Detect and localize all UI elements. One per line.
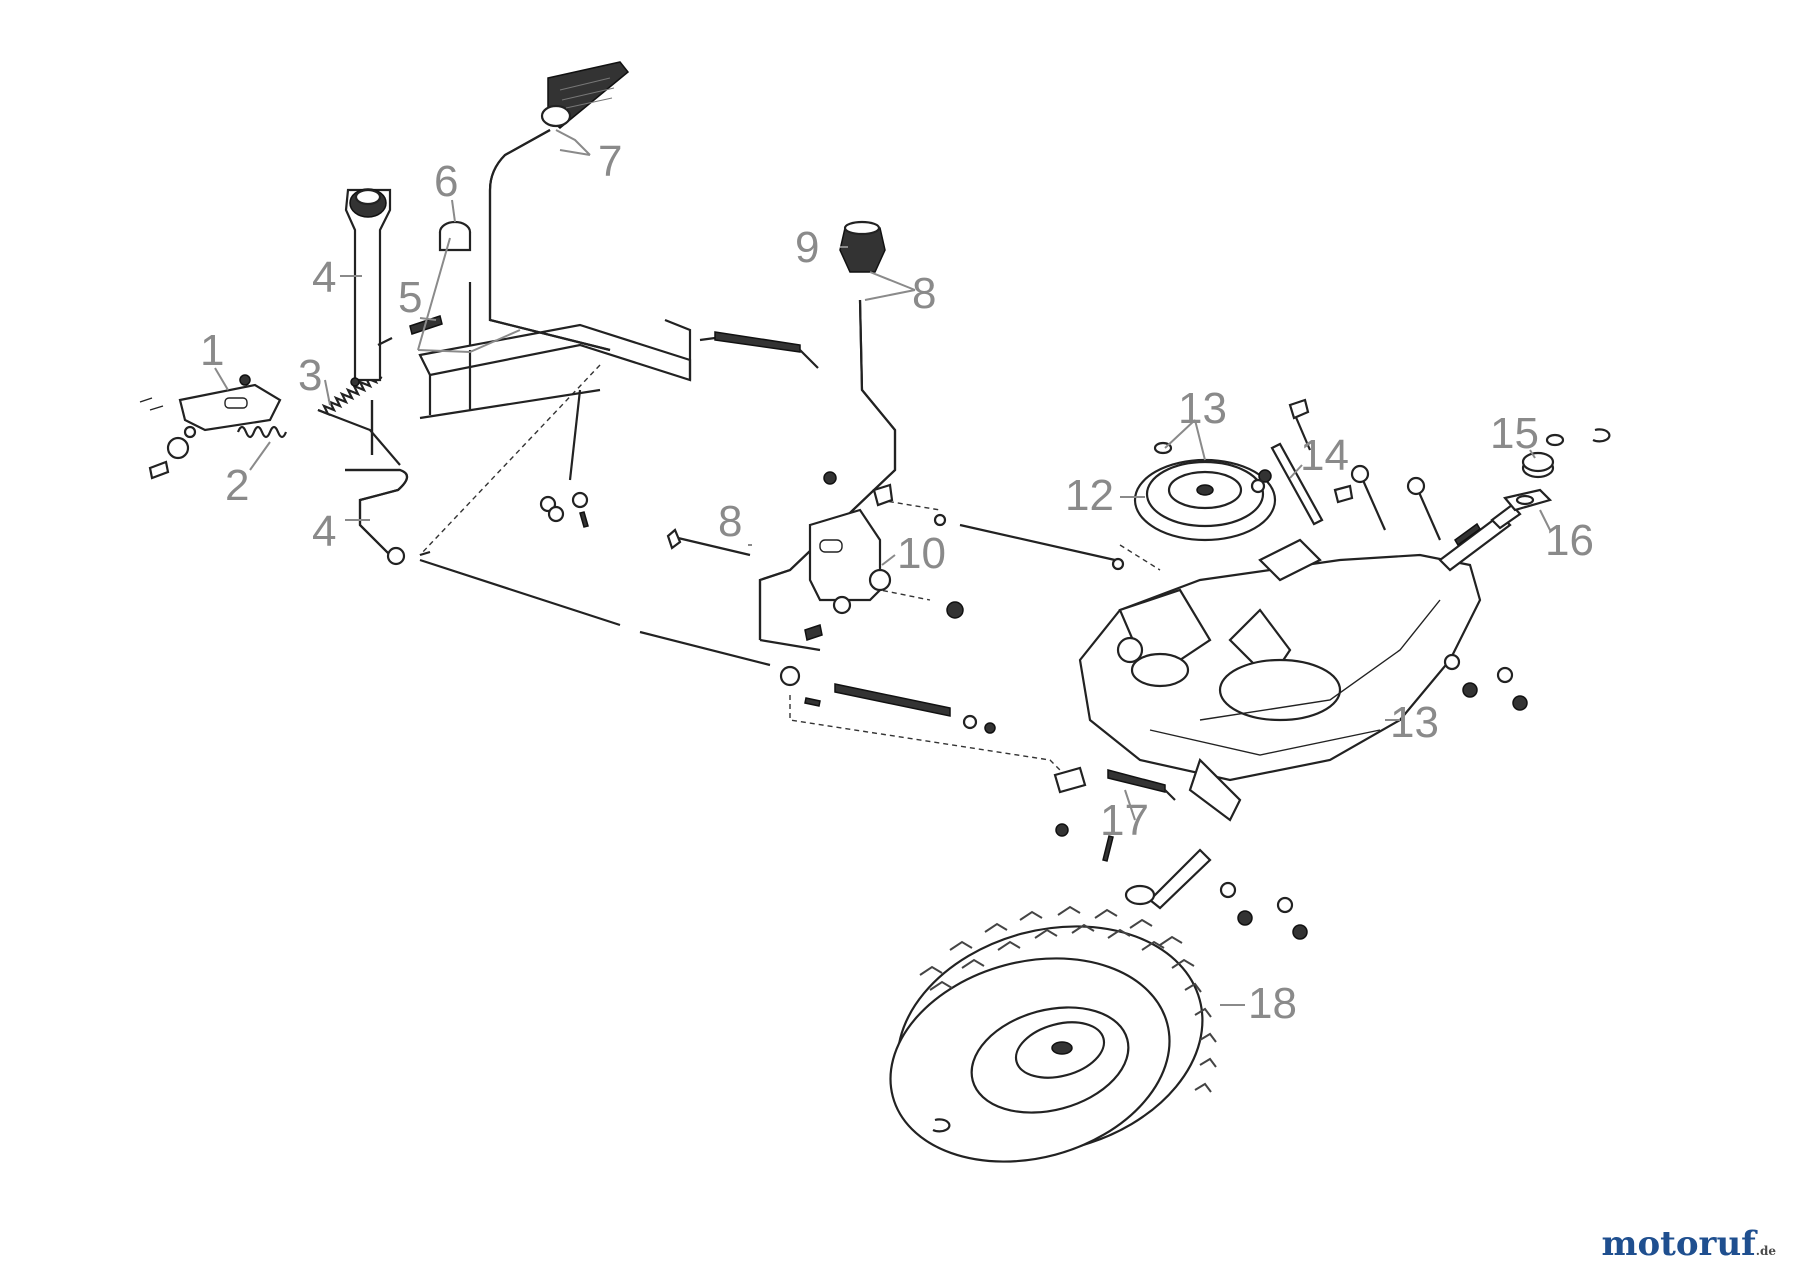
circlip-top-right — [1592, 428, 1611, 443]
callout-2: 2 — [225, 461, 249, 510]
linkage-rods — [419, 513, 1125, 667]
pedal-grip-ridges — [559, 77, 615, 109]
linkage-dashed-lines — [419, 364, 1161, 771]
pulley-part-12 — [1133, 458, 1277, 542]
callout-7: 7 — [598, 137, 622, 186]
callout-10: 10 — [897, 529, 946, 578]
callout-leaders — [214, 129, 1551, 1006]
nut-set-right — [1443, 653, 1528, 711]
bar-part-14 — [1250, 398, 1442, 541]
transmission-part-13 — [1078, 538, 1482, 822]
callout-14: 14 — [1300, 431, 1349, 480]
tension-spring-lower — [779, 665, 996, 734]
tire-tread — [919, 905, 1217, 1093]
callout-12: 12 — [1065, 471, 1114, 520]
callout-6: 6 — [434, 157, 458, 206]
lever-part-4-upper — [344, 188, 393, 387]
spring-part-3 — [317, 371, 401, 466]
watermark-brand: motoruf — [1601, 1224, 1756, 1264]
callout-1: 1 — [200, 326, 224, 375]
callout-15: 15 — [1490, 409, 1539, 458]
pedal-frame-part-6 — [418, 220, 692, 528]
lever-part-4-lower — [345, 400, 409, 566]
plate-part-16 — [1503, 488, 1553, 512]
axle-left — [1102, 835, 1308, 940]
bracket-part-10 — [804, 471, 964, 641]
axle-right — [1438, 503, 1522, 572]
return-spring — [699, 331, 819, 369]
bolt-part-8 — [666, 528, 751, 557]
callout-numbers: 1 2 3 4 4 5 6 7 8 8 9 10 12 13 13 14 15 … — [200, 137, 1594, 1028]
callout-13-pulley: 13 — [1178, 384, 1227, 433]
shift-lever-part-8 — [758, 299, 897, 652]
callout-8-lever: 8 — [912, 269, 936, 318]
watermark-tld: .de — [1755, 1244, 1776, 1258]
callout-3: 3 — [298, 351, 322, 400]
pedal-arm-part-7 — [488, 61, 630, 352]
washers-part-15 — [1521, 433, 1565, 479]
callout-9: 9 — [795, 223, 819, 272]
callout-13-transmission: 13 — [1390, 698, 1439, 747]
callout-5: 5 — [398, 273, 422, 322]
bracket-part-1 — [139, 374, 282, 480]
callout-18: 18 — [1248, 979, 1297, 1028]
wheel-part-18 — [889, 905, 1217, 1163]
circlip-bottom — [932, 1118, 951, 1133]
watermark-logo: motoruf.de — [1602, 1224, 1777, 1264]
callout-16: 16 — [1545, 516, 1594, 565]
callout-4-lower: 4 — [312, 507, 336, 556]
callout-4-upper: 4 — [312, 253, 336, 302]
callout-8-bolt: 8 — [718, 497, 742, 546]
spring-part-17 — [1053, 766, 1176, 837]
spring-part-2 — [236, 425, 288, 439]
callout-17: 17 — [1100, 796, 1149, 845]
shift-knob-part-9 — [839, 220, 886, 273]
